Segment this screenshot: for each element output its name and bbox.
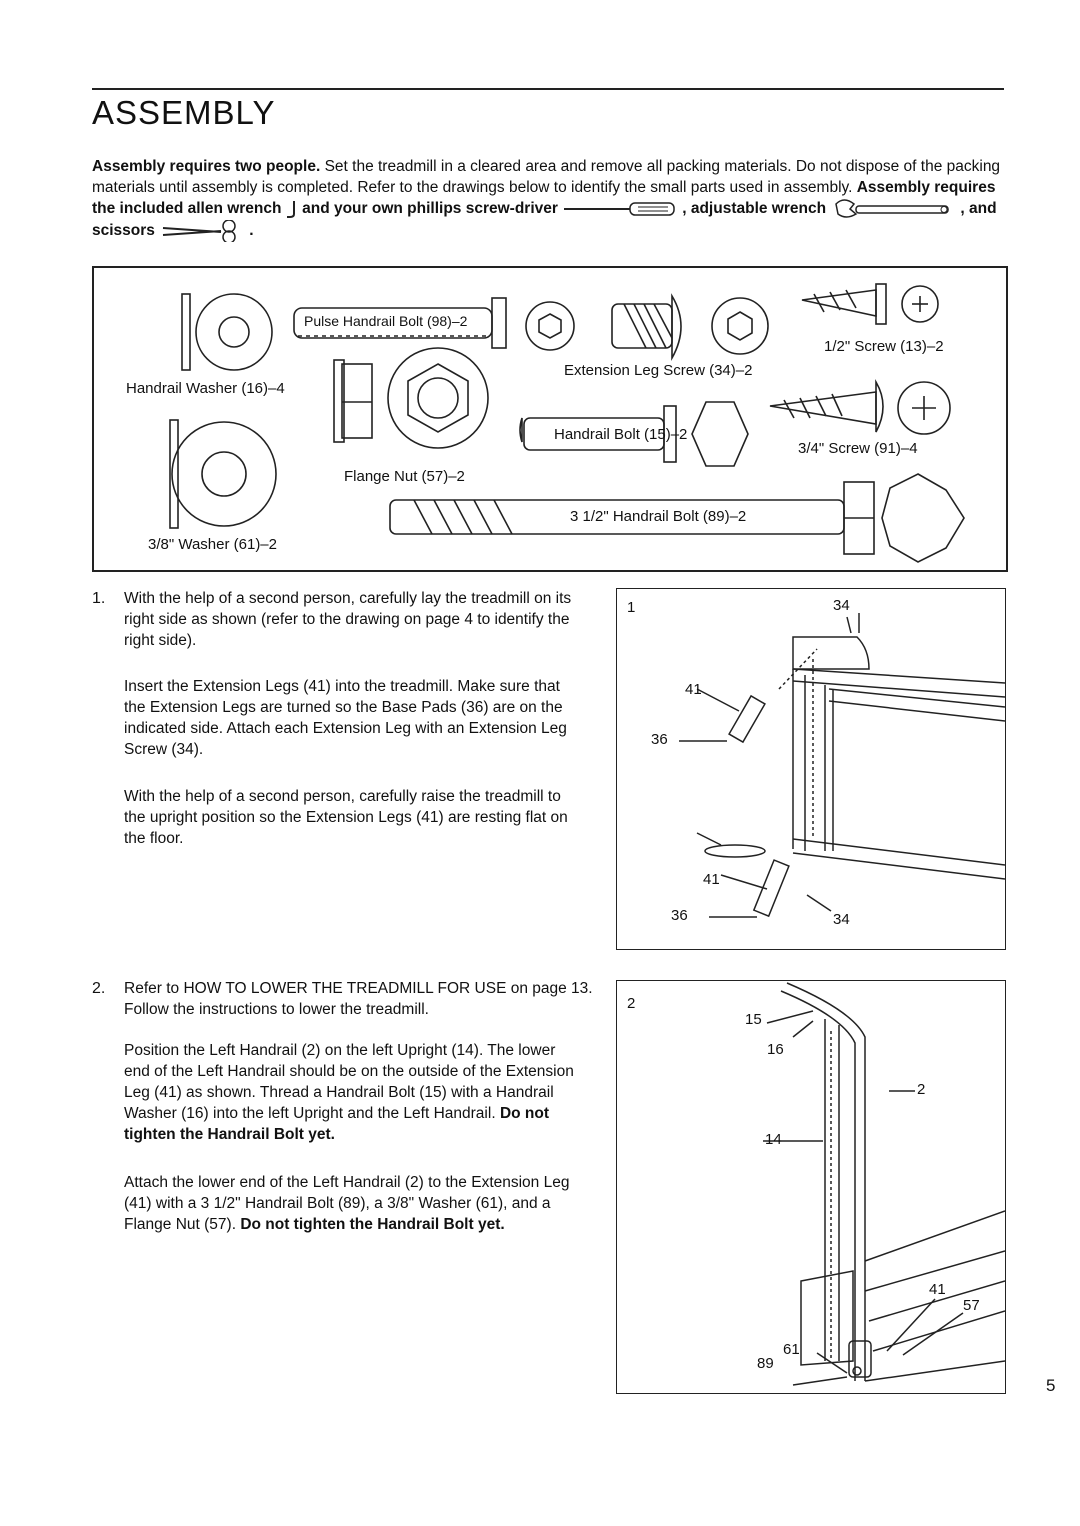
step-2-paragraph-2-warning: Do not tighten the Handrail Bolt yet. — [124, 1105, 550, 1143]
handrail-bolt-head — [691, 401, 749, 467]
three-quarter-screw-shank — [769, 391, 877, 425]
intro-text-1: Set the treadmill in a cleared area and … — [92, 158, 1001, 196]
callout-15: 15 — [745, 1011, 762, 1028]
step-2-paragraph-2-text: Position the Left Handrail (2) on the le… — [124, 1042, 574, 1122]
figure-1-number: 1 — [627, 599, 636, 616]
step-1-paragraph-3: With the help of a second person, carefu… — [124, 788, 568, 847]
page-title: ASSEMBLY — [92, 94, 276, 131]
label-extension-leg-screw: Extension Leg Screw (34)–2 — [564, 362, 753, 379]
screwdriver-icon — [564, 202, 675, 216]
washer-38-side — [169, 419, 179, 529]
callout-41: 41 — [929, 1281, 946, 1298]
figure-1-drawing — [679, 613, 1005, 918]
callout-61: 61 — [783, 1341, 800, 1358]
intro-paragraph: Assembly requires two people. Set the tr… — [92, 156, 1004, 242]
label-long-handrail-bolt: 3 1/2" Handrail Bolt (89)–2 — [570, 508, 747, 525]
callout-57: 57 — [963, 1297, 980, 1314]
figure-1: 1 34 41 36 41 36 34 — [616, 588, 1006, 950]
step-2-paragraph-3-warning: Do not tighten the Handrail Bolt yet. — [240, 1216, 505, 1233]
long-bolt-head-face — [881, 473, 965, 563]
step-1-paragraph-2: Insert the Extension Legs (41) into the … — [124, 678, 567, 758]
callout-34-bottom: 34 — [833, 911, 850, 928]
handrail-washer-face — [195, 293, 273, 371]
figure-2-number: 2 — [627, 995, 636, 1012]
flange-nut-face — [387, 347, 489, 449]
washer-38-face — [171, 421, 277, 527]
motor-hood — [800, 1270, 854, 1366]
header-rule — [92, 88, 1004, 90]
handrail-washer-side — [181, 293, 191, 371]
adjustable-wrench-icon — [835, 199, 950, 218]
callout-16: 16 — [767, 1041, 784, 1058]
parts-drawings — [169, 283, 965, 563]
callout-2: 2 — [917, 1081, 926, 1098]
label-three-quarter-screw: 3/4" Screw (91)–4 — [798, 440, 918, 457]
motor-hood — [792, 636, 870, 670]
callout-41-bottom: 41 — [703, 871, 720, 888]
callout-36-top: 36 — [651, 731, 668, 748]
label-handrail-bolt: Handrail Bolt (15)–2 — [554, 426, 688, 443]
figure-2-drawing — [763, 982, 1005, 1386]
step-1-paragraph-1: With the help of a second person, carefu… — [124, 590, 572, 649]
callout-36-bottom: 36 — [671, 907, 688, 924]
half-screw-shank — [801, 289, 877, 317]
callout-34-top: 34 — [833, 597, 850, 614]
pulse-bolt-head — [491, 297, 507, 349]
parts-identification-box: Handrail Washer (16)–4 Pulse Handrail Bo… — [92, 266, 1008, 572]
left-handrail — [786, 982, 866, 1381]
ext-leg-screw-head — [671, 293, 682, 362]
power-cord — [704, 844, 766, 858]
flange-nut-side — [341, 363, 373, 439]
extension-leg — [848, 1340, 872, 1378]
allen-wrench-icon — [286, 201, 295, 218]
extension-leg-top — [728, 694, 766, 744]
step-2-paragraph-3: Attach the lower end of the Left Handrai… — [124, 1172, 584, 1235]
label-flange-nut: Flange Nut (57)–2 — [344, 468, 465, 485]
step-2-number: 2. — [92, 980, 106, 997]
callout-14: 14 — [765, 1131, 782, 1148]
intro-bold-5: , and scissors — [92, 200, 997, 240]
label-pulse-handrail-bolt: Pulse Handrail Bolt (98)–2 — [304, 313, 468, 329]
label-half-screw: 1/2" Screw (13)–2 — [824, 338, 944, 355]
callout-89: 89 — [757, 1355, 774, 1372]
label-handrail-washer: Handrail Washer (16)–4 — [126, 380, 285, 397]
intro-bold-3: and your own phillips screw-driver — [297, 200, 558, 218]
intro-bold-2: Assembly requires the included allen wre… — [92, 179, 996, 218]
label-washer-38: 3/8" Washer (61)–2 — [148, 536, 277, 553]
intro-bold-6: . — [249, 222, 254, 240]
intro-bold-4: , adjustable wrench — [682, 200, 827, 218]
step-1-number: 1. — [92, 590, 106, 607]
extension-leg-bottom — [752, 859, 790, 918]
callout-41-top: 41 — [685, 681, 702, 698]
step-2-paragraph-2: Position the Left Handrail (2) on the le… — [124, 1040, 584, 1145]
step-2-paragraph-3-text: Attach the lower end of the Left Handrai… — [124, 1174, 570, 1233]
step-2-paragraph-1: Refer to HOW TO LOWER THE TREADMILL FOR … — [124, 980, 593, 1018]
intro-bold-1: Assembly requires two people. — [92, 158, 321, 175]
figure-2: 2 15 16 2 14 41 57 61 89 — [616, 980, 1006, 1394]
page-number: 5 — [1046, 1376, 1056, 1395]
scissors-icon — [163, 220, 236, 242]
